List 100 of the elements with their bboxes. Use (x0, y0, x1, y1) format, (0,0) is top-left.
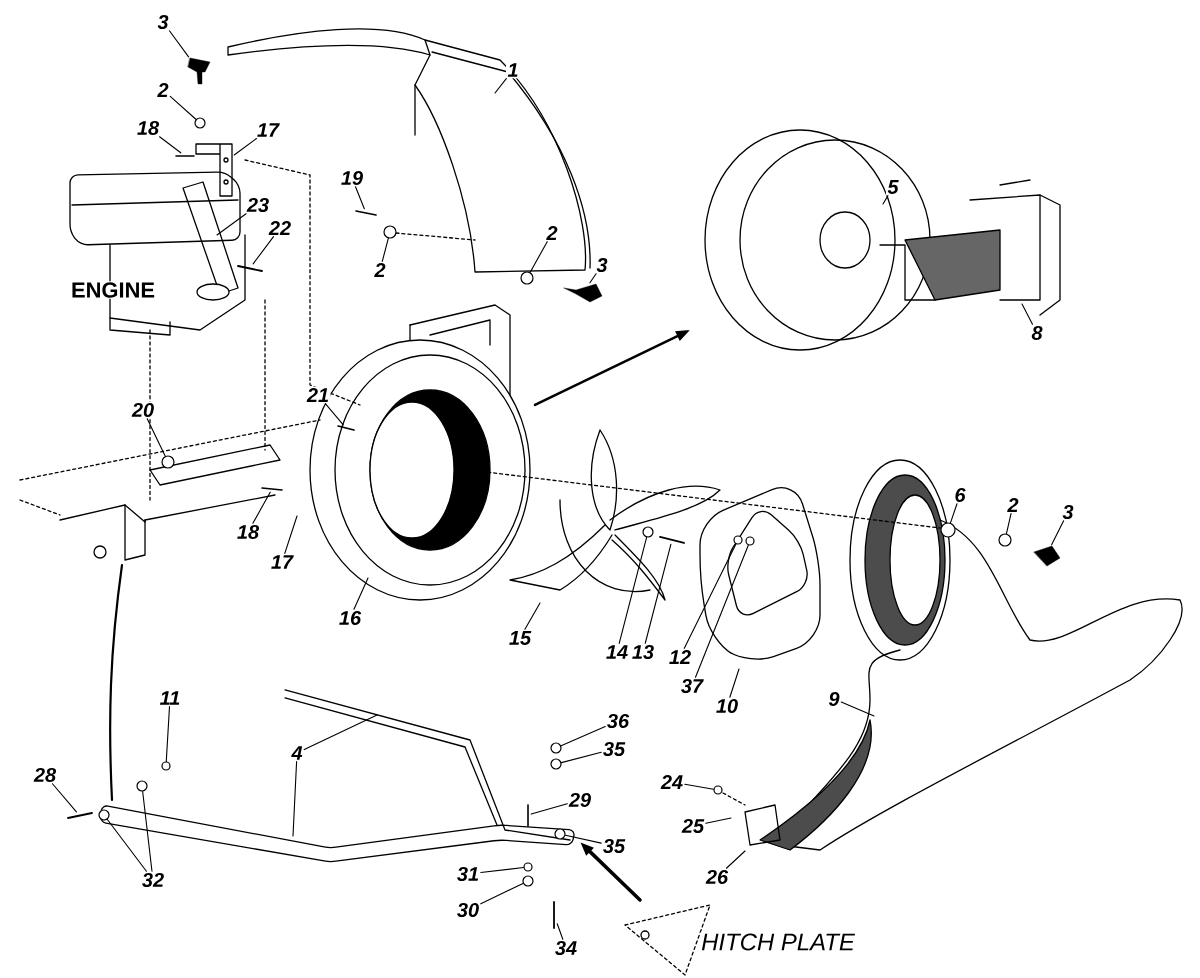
nut-drawing (522, 875, 534, 887)
part-label: ENGINE (70, 281, 156, 299)
callout-number: 14 (604, 643, 630, 661)
leader-line (882, 195, 889, 205)
leader-line (1005, 513, 1012, 535)
part-label: HITCH PLATE (700, 932, 856, 952)
callout-number: 34 (553, 939, 579, 957)
bracket-drawing (195, 143, 233, 197)
callout-number: 12 (667, 648, 693, 666)
callout-number: 2 (372, 261, 388, 279)
callout-number: 8 (1029, 324, 1045, 342)
callout-number: 1 (505, 61, 521, 79)
leader-line (480, 882, 524, 905)
callout-number: 35 (601, 740, 627, 758)
callout-number: 17 (269, 553, 295, 571)
screw-drawing (261, 487, 283, 491)
callout-number: 18 (135, 119, 161, 137)
nut-drawing (161, 455, 175, 469)
leader-line (840, 701, 875, 717)
leader-line (159, 136, 182, 154)
washer-drawing (523, 862, 533, 872)
callout-number: 20 (130, 401, 156, 419)
callout-number: 37 (679, 677, 705, 695)
leader-line (381, 237, 389, 262)
leader-line (694, 544, 749, 678)
leader-line (529, 241, 548, 273)
callout-number: 31 (455, 865, 481, 883)
callout-number: 18 (235, 523, 261, 541)
callout-number: 16 (337, 609, 363, 627)
callout-number: 28 (32, 766, 58, 784)
washer-drawing (520, 271, 534, 285)
callout-number: 11 (158, 689, 182, 707)
washer-drawing (642, 526, 654, 538)
leader-line (252, 236, 275, 265)
callout-number: 9 (826, 690, 842, 708)
screw-drawing (713, 785, 723, 795)
leader-line (494, 78, 507, 94)
knob-drawing (1033, 545, 1061, 567)
leader-line (683, 543, 737, 649)
washer-drawing (998, 533, 1012, 547)
leader-line (530, 803, 568, 815)
callout-number: 4 (289, 744, 305, 762)
bolt-drawing (67, 812, 93, 819)
leader-line (292, 761, 298, 837)
wing-screw-drawing (355, 210, 377, 216)
callout-number: 29 (567, 791, 593, 809)
leader-line (589, 273, 597, 284)
callout-number: 36 (605, 712, 631, 730)
leader-line (252, 491, 271, 524)
leader-line (353, 577, 369, 610)
leader-line (324, 403, 344, 426)
washer-drawing (550, 758, 562, 770)
callout-number: 13 (630, 643, 656, 661)
callout-number: 30 (455, 901, 481, 919)
callout-number: 19 (339, 169, 365, 187)
leader-line (705, 817, 732, 824)
leader-line (303, 714, 378, 751)
callout-number: 32 (140, 871, 166, 889)
spacer-drawing (98, 809, 110, 821)
callout-number: 5 (885, 178, 901, 196)
spacer-drawing (136, 780, 148, 792)
callout-number: 2 (155, 81, 171, 99)
callout-number: 3 (155, 13, 171, 31)
washer-drawing (194, 117, 206, 129)
leader-line (142, 791, 153, 872)
spacer-drawing (940, 522, 956, 538)
callout-number: 17 (255, 121, 281, 139)
nut-drawing (745, 536, 755, 546)
callout-number: 22 (267, 219, 293, 237)
leader-line (729, 668, 740, 698)
leader-line (1021, 303, 1034, 325)
callout-number: 26 (704, 868, 730, 886)
bolt-drawing (659, 536, 685, 544)
leader-line (618, 536, 648, 644)
nut-drawing (733, 535, 743, 545)
bolt-drawing (237, 265, 263, 272)
nut-drawing (161, 761, 171, 771)
leader-line (725, 850, 746, 869)
leader-line (564, 834, 602, 844)
leader-line (354, 186, 365, 210)
leader-line (51, 783, 77, 813)
washer-drawing (383, 225, 397, 239)
callout-number: 10 (714, 697, 740, 715)
leader-line (168, 30, 190, 58)
callout-number: 2 (1005, 496, 1021, 514)
callout-number: 25 (680, 817, 706, 835)
leader-line (1051, 520, 1065, 546)
callout-number: 15 (507, 629, 533, 647)
callout-number: 23 (245, 196, 271, 214)
callout-number: 6 (952, 486, 968, 504)
leader-line (284, 515, 298, 554)
leader-line (233, 138, 257, 156)
leader-line (216, 213, 247, 236)
callout-number: 24 (659, 773, 685, 791)
leader-line (949, 503, 958, 524)
leader-line (560, 726, 606, 747)
callout-number: 3 (594, 256, 610, 274)
knob-drawing (563, 283, 603, 303)
washer-drawing (554, 828, 566, 840)
leader-line (169, 95, 197, 120)
